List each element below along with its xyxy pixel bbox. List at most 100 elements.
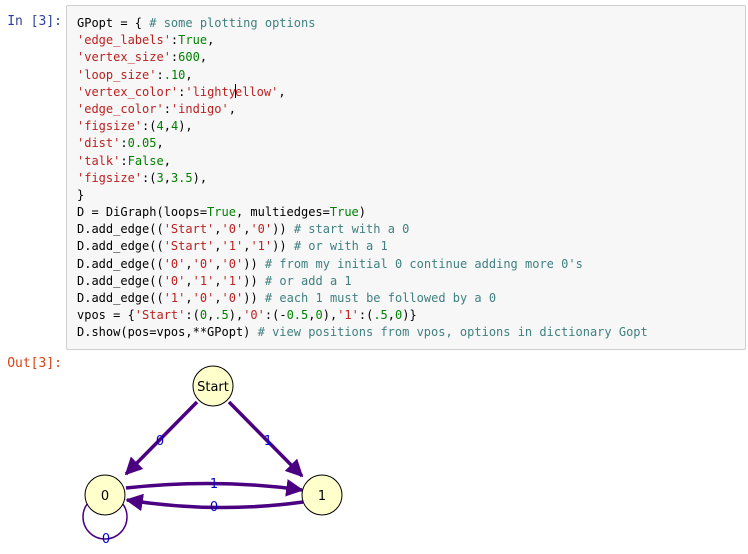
code-token: # each 1 must be followed by a 0 [264, 291, 497, 305]
edge-label-loop-0: 0 [102, 532, 110, 547]
input-prompt: In [3]: [7, 14, 62, 29]
code-token: '0' [192, 291, 215, 305]
code-token: , [214, 291, 222, 305]
vertex-0 [84, 474, 126, 516]
code-token: , [185, 256, 193, 271]
code-line: D = DiGraph(loops=True, multiedges=True) [77, 204, 648, 221]
code-token: )) [243, 273, 265, 288]
code-token: 'Start' [134, 308, 186, 323]
code-token: )} [402, 308, 417, 323]
code-token: D.add_edge(( [77, 222, 164, 237]
code-line: D.add_edge(('1','0','0')) # each 1 must … [77, 290, 648, 307]
code-token: .10 [163, 67, 186, 82]
code-line: D.add_edge(('0','1','1')) # or add a 1 [77, 273, 648, 290]
code-token: , [207, 33, 215, 48]
code-token: 4 [156, 119, 164, 134]
code-token: , [308, 308, 316, 323]
code-token: D.show(pos=vpos,**GPopt) [77, 325, 258, 340]
code-token: , [163, 119, 171, 134]
code-token: )) [272, 239, 294, 254]
code-token: # start with a 0 [293, 222, 410, 237]
code-token: , [243, 222, 251, 237]
code-token: : [120, 136, 128, 151]
code-token: # some plotting options [149, 16, 316, 30]
code-token: '0' [221, 256, 244, 271]
code-line: 'edge_color':'indigo', [77, 101, 648, 118]
code-token: , [214, 222, 222, 237]
code-token: False [127, 153, 164, 168]
code-token: , [243, 239, 251, 254]
code-token: 0.05 [127, 136, 157, 151]
text-cursor [234, 83, 236, 98]
code-token: 0 [315, 308, 323, 323]
code-token: '1' [250, 239, 273, 254]
code-token: .5 [373, 308, 388, 323]
edge-label-start-to-0: 0 [156, 434, 164, 449]
code-line: 'figsize':(3,3.5), [77, 170, 648, 187]
code-token: , [278, 84, 286, 99]
code-token: True [178, 33, 208, 48]
code-token: # from my initial 0 continue adding more… [264, 256, 583, 271]
vertex-start [192, 365, 234, 407]
edge-label-start-to-1: 1 [264, 434, 272, 449]
edge-label-0-to-1: 1 [210, 477, 218, 492]
code-editor[interactable]: GPopt = { # some plotting options'edge_l… [77, 15, 648, 342]
code-token: , [214, 273, 222, 288]
code-token: 'indigo' [170, 101, 229, 116]
code-token: ) [358, 205, 367, 220]
code-token: # view positions from vpos, options in d… [257, 325, 648, 340]
code-token: , [207, 308, 215, 323]
code-line: D.add_edge(('Start','0','0')) # start wi… [77, 221, 648, 238]
code-line: GPopt = { # some plotting options [77, 15, 648, 32]
code-token: ), [322, 308, 338, 323]
code-token: '1' [221, 239, 244, 254]
code-token: '1' [337, 308, 359, 323]
code-token: '0' [243, 308, 265, 323]
code-line: 'loop_size':.10, [77, 67, 648, 84]
code-token: D = DiGraph(loops= [77, 205, 208, 220]
code-token: .5 [214, 308, 229, 323]
code-token: # or with a 1 [293, 239, 388, 254]
code-token: 'edge_color' [77, 101, 164, 116]
code-token: ), [192, 170, 208, 185]
code-token: } [77, 187, 85, 202]
code-token: , [163, 153, 171, 168]
code-line: D.add_edge(('Start','1','1')) # or with … [77, 238, 648, 255]
code-token: ), [228, 308, 244, 323]
code-token: : [178, 84, 186, 99]
code-line: 'vertex_color':'lightyellow', [77, 83, 648, 101]
code-token: D.add_edge(( [77, 239, 164, 254]
code-token: '0' [163, 256, 186, 271]
vertex-1 [301, 474, 343, 516]
code-token: 0 [199, 308, 208, 323]
code-token: '1' [163, 291, 186, 305]
digraph-plot: Start 0 1 0 1 1 0 0 [82, 365, 343, 547]
code-token: 'lighty [185, 84, 236, 99]
code-token: 'figsize' [77, 170, 143, 185]
code-token: 3.5 [170, 170, 193, 185]
code-token: : [163, 101, 171, 116]
code-cell-input[interactable]: GPopt = { # some plotting options'edge_l… [66, 5, 746, 350]
edge-0-to-1 [125, 479, 304, 497]
code-token: :( [185, 308, 200, 323]
code-token: , [185, 273, 193, 288]
code-token: True [207, 205, 236, 220]
code-token: : [120, 153, 128, 168]
code-line: D.add_edge(('0','0','0')) # from my init… [77, 256, 648, 273]
edge-1-to-0 [125, 493, 304, 512]
code-token: GPopt = { [77, 16, 150, 30]
code-token: 600 [178, 50, 200, 65]
code-token: 0 [395, 308, 403, 323]
code-token: True [329, 205, 359, 220]
code-token: :(- [264, 308, 287, 323]
code-token: :( [142, 170, 157, 185]
code-line: D.show(pos=vpos,**GPopt) # view position… [77, 324, 648, 341]
vertex-label-1: 1 [318, 489, 326, 504]
code-token: '0' [221, 291, 244, 305]
code-token: 'edge_labels' [77, 33, 171, 48]
code-token: : [170, 50, 179, 65]
code-token: , [228, 101, 236, 116]
code-token: , [163, 170, 171, 185]
code-token: D.add_edge(( [77, 273, 164, 288]
code-token: : [156, 67, 164, 82]
